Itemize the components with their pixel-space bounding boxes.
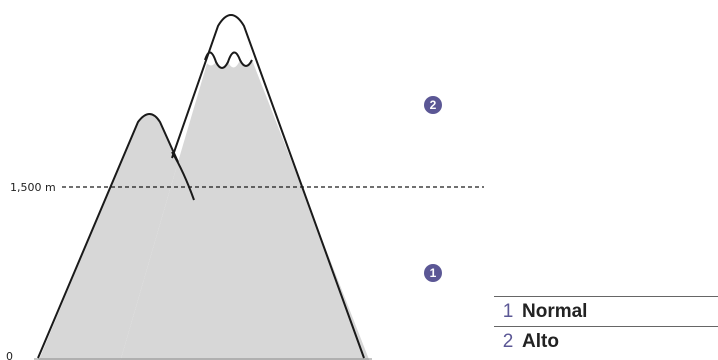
legend-number: 1 xyxy=(494,301,522,323)
legend-row-alto: 2 Alto xyxy=(494,327,718,357)
legend-number: 2 xyxy=(494,331,522,353)
badge-2: 2 xyxy=(424,96,442,114)
badge-1-number: 1 xyxy=(430,266,437,280)
altitude-line-label: 1,500 m xyxy=(10,181,56,194)
base-altitude-label: 0 xyxy=(6,350,13,360)
legend-table: 1 Normal 2 Alto xyxy=(494,296,718,357)
badge-2-number: 2 xyxy=(430,98,437,112)
legend-label: Normal xyxy=(522,301,587,323)
badge-1: 1 xyxy=(424,264,442,282)
legend-row-normal: 1 Normal xyxy=(494,297,718,327)
legend-label: Alto xyxy=(522,331,559,353)
